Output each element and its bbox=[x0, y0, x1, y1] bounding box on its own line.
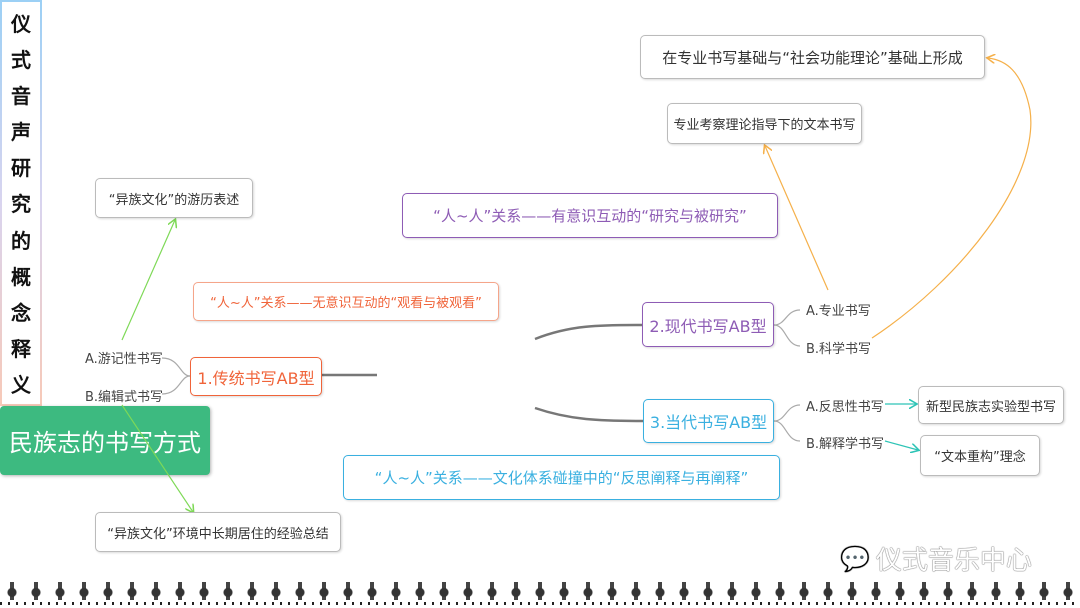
traditional-b-note: “异族文化”环境中长期居住的经验总结 bbox=[95, 512, 341, 552]
traditional-relation-note: “人~人”关系——无意识互动的“观看与被观看” bbox=[193, 282, 499, 321]
modern-a-label: A.专业书写 bbox=[806, 304, 871, 319]
title-char: 概 bbox=[11, 264, 31, 289]
title-char: 义 bbox=[11, 372, 31, 397]
title-char: 究 bbox=[11, 192, 31, 217]
title-char: 念 bbox=[11, 300, 31, 325]
modern-b-note: 在专业书写基础与“社会功能理论”基础上形成 bbox=[640, 35, 985, 79]
contemporary-b-note: “文本重构”理念 bbox=[920, 435, 1040, 476]
title-char: 仪 bbox=[11, 12, 31, 36]
title-char: 式 bbox=[11, 48, 31, 73]
title-char: 研 bbox=[11, 156, 31, 181]
traditional-a-note: “异族文化”的游历表述 bbox=[95, 178, 253, 218]
contemporary-a-label: A.反思性书写 bbox=[806, 400, 884, 415]
contemporary-relation-note: “人~人”关系——文化体系碰撞中的“反思阐释与再阐释” bbox=[343, 455, 780, 500]
traditional-b-label: B.编辑式书写 bbox=[85, 390, 164, 405]
contemporary-b-label: B.解释学书写 bbox=[806, 437, 885, 452]
title-char: 的 bbox=[11, 228, 31, 253]
contemporary-a-note: 新型民族志实验型书写 bbox=[918, 386, 1064, 424]
watermark-text: 仪式音乐中心 bbox=[875, 546, 1032, 576]
traditional-a-label: A.游记性书写 bbox=[85, 352, 163, 367]
modern-branch-node: 2.现代书写AB型 bbox=[642, 302, 774, 347]
wechat-icon: 💬 bbox=[840, 544, 870, 573]
title-char: 释 bbox=[11, 336, 31, 361]
modern-relation-note: “人~人”关系——有意识互动的“研究与被研究” bbox=[402, 193, 778, 238]
watermark: 💬仪式音乐中心 bbox=[840, 540, 1032, 577]
contemporary-branch-node: 3.当代书写AB型 bbox=[643, 399, 774, 443]
vertical-title: 仪 式 音 声 研 究 的 概 念 释 义 bbox=[0, 0, 42, 406]
traditional-branch-node: 1.传统书写AB型 bbox=[190, 357, 322, 396]
title-char: 声 bbox=[11, 120, 31, 145]
title-char: 音 bbox=[11, 84, 31, 109]
central-topic: 民族志的书写方式 bbox=[0, 406, 210, 475]
decorative-border bbox=[0, 578, 1080, 608]
modern-b-label: B.科学书写 bbox=[806, 342, 872, 357]
modern-a-note: 专业考察理论指导下的文本书写 bbox=[667, 103, 862, 144]
